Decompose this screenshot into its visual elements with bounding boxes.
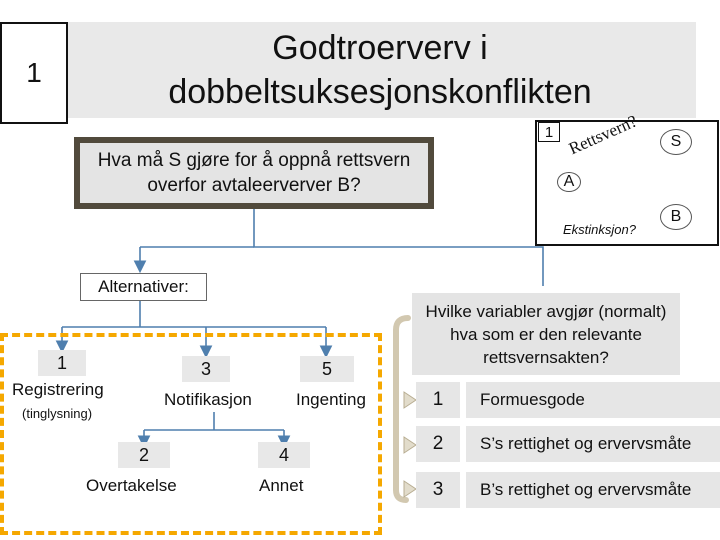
alt-number-5: 5 (300, 356, 354, 382)
alt-number-4: 4 (258, 442, 310, 468)
alt-label-2: Overtakelse (86, 476, 177, 495)
alt-label-5: Ingenting (296, 390, 366, 409)
ekstinksjon-label: Ekstinksjon? (563, 222, 636, 237)
question-box: Hva må S gjøre for å oppnå rettsvern ove… (74, 137, 434, 209)
variable-number-1: 1 (416, 382, 460, 418)
variables-question: Hvilke variabler avgjør (normalt) hva so… (412, 293, 680, 375)
alt-label-1: Registrering (12, 380, 104, 399)
variable-number-2: 2 (416, 426, 460, 462)
node-s: S (660, 129, 692, 155)
variable-number-3: 3 (416, 472, 460, 508)
variable-label-2: S’s rettighet og ervervsmåte (466, 426, 720, 462)
node-a: A (557, 172, 581, 192)
node-b: B (660, 204, 692, 230)
diagram-number: 1 (538, 122, 560, 142)
alternatives-heading: Alternativer: (80, 273, 207, 301)
variable-label-1: Formuesgode (466, 382, 720, 418)
variables-question-text: Hvilke variabler avgjør (normalt) hva so… (425, 301, 667, 367)
alt-number-3: 3 (182, 356, 230, 382)
title-band (68, 22, 696, 118)
alternatives-group (0, 333, 382, 535)
slide-number: 1 (0, 22, 68, 124)
page-title: Godtroerverv i dobbeltsuksesjonskonflikt… (168, 29, 592, 111)
variable-label-3: B’s rettighet og ervervsmåte (466, 472, 720, 508)
alt-number-1: 1 (38, 350, 86, 376)
alt-sublabel-1: (tinglysning) (22, 406, 93, 421)
alt-label-3: Notifikasjon (164, 390, 252, 409)
alt-label-4: Annet (259, 476, 304, 495)
alt-number-2: 2 (118, 442, 170, 468)
question-to-split (253, 209, 544, 286)
question-text: Hva må S gjøre for å oppnå rettsvern ove… (97, 150, 411, 196)
